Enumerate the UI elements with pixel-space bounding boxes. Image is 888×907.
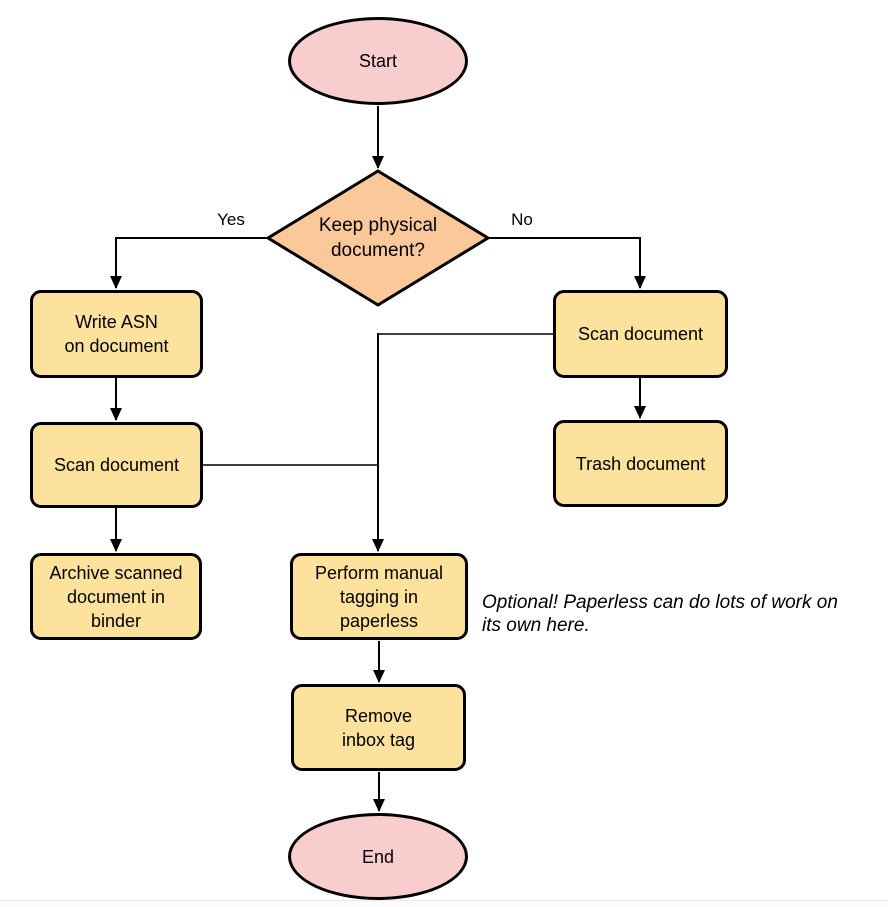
node-scan-document-right-label: Scan document [577, 324, 704, 344]
node-archive-binder: Archive scanned document in binder [30, 553, 202, 640]
node-manual-tagging-label: Perform manual tagging in paperless [314, 562, 444, 631]
node-end: End [288, 813, 468, 900]
node-trash-document: Trash document [553, 420, 728, 507]
optional-note: Optional! Paperless can do lots of work … [482, 592, 838, 636]
bottom-strip [0, 901, 888, 907]
edge-label-no: No [511, 210, 533, 229]
node-write-asn-label: Write ASN on document [64, 312, 169, 356]
node-remove-inbox-tag-label: Remove inbox tag [341, 705, 416, 750]
bottom-divider [0, 900, 888, 901]
node-start: Start [288, 17, 468, 105]
node-trash-document-label: Trash document [575, 453, 706, 474]
edge-decision-no-to-scan-right [488, 237, 646, 289]
node-decision-label: Keep physical document? [318, 215, 438, 261]
decision-diamond-shape [265, 169, 491, 307]
edge-label-yes: Yes [217, 210, 245, 229]
node-scan-document-left: Scan document [30, 422, 203, 508]
node-scan-document-left-label: Scan document [53, 455, 180, 475]
node-start-label: Start [358, 51, 397, 71]
node-scan-document-right: Scan document [553, 290, 728, 378]
node-remove-inbox-tag: Remove inbox tag [291, 684, 466, 771]
node-archive-binder-label: Archive scanned document in binder [49, 562, 183, 631]
node-write-asn: Write ASN on document [30, 290, 203, 378]
edge-decision-yes-to-write-asn [110, 237, 268, 289]
node-end-label: End [361, 846, 395, 867]
node-manual-tagging: Perform manual tagging in paperless [290, 553, 468, 640]
